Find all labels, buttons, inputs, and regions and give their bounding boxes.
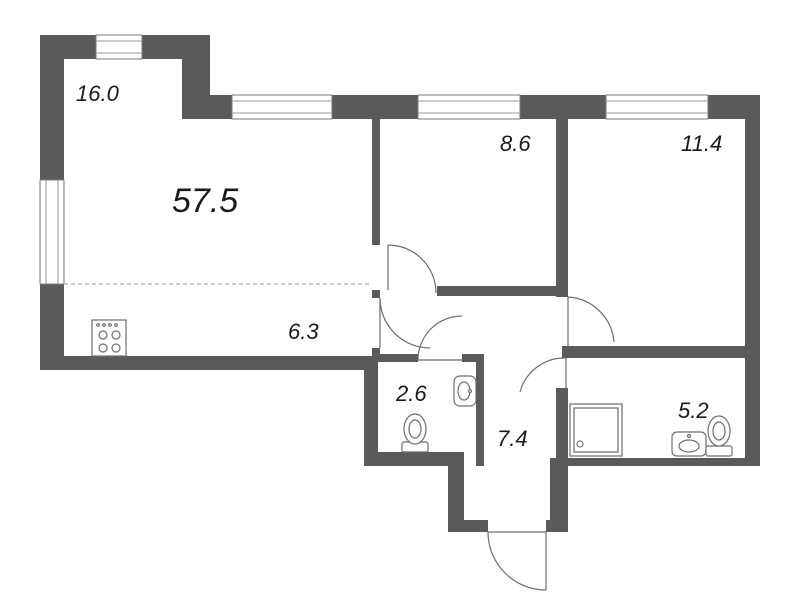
- wall-right: [745, 95, 760, 465]
- wall-toilet-top-right: [462, 354, 484, 362]
- wall-bathroom-top: [562, 346, 760, 358]
- wall-corridor-right-foot: [546, 520, 568, 532]
- door-entrance: [487, 531, 547, 591]
- toilet-icon: [401, 413, 429, 453]
- area-label-living-room: 16.0: [76, 81, 120, 106]
- window-living-top-right: [231, 94, 333, 120]
- bathroom-sink-icon: [671, 431, 707, 457]
- wall-bed1-bottom: [437, 286, 568, 296]
- window-bedroom-1: [417, 94, 521, 120]
- window-bedroom-2: [605, 94, 709, 120]
- wall-toilet-bottom: [364, 452, 464, 466]
- area-label-kitchen: 6.3: [288, 319, 319, 344]
- total-area-label: 57.5: [172, 182, 238, 220]
- window-living-top: [95, 34, 143, 60]
- wall-toilet-right: [476, 354, 484, 466]
- door-bathroom: [519, 357, 567, 393]
- wall-top-mid-2: [520, 95, 606, 119]
- wall-top-left: [40, 35, 96, 59]
- area-label-bathroom: 5.2: [678, 398, 709, 423]
- door-bedroom-2: [567, 296, 615, 346]
- wall-corridor-left-foot: [448, 520, 488, 532]
- wall-bathroom-bottom: [550, 458, 760, 466]
- area-label-hallway: 7.4: [497, 426, 528, 451]
- wall-toilet-left: [364, 356, 378, 466]
- wall-partition-bed1-bed2: [556, 117, 568, 297]
- area-label-toilet: 2.6: [395, 381, 427, 406]
- windows: [39, 34, 709, 285]
- wall-top-mid-1: [332, 95, 418, 119]
- area-label-bedroom-1: 8.6: [500, 131, 531, 156]
- stove-icon: [91, 319, 127, 357]
- area-label-bedroom-2: 11.4: [681, 131, 722, 156]
- wall-partition-living-bed1-low: [372, 290, 380, 298]
- wall-partition-living-bed1: [372, 117, 380, 245]
- window-living-left: [39, 179, 65, 285]
- bathroom-toilet-icon: [705, 415, 733, 457]
- labels: 57.5 16.0 8.6 11.4 6.3 2.6 7.4 5.2: [76, 81, 722, 451]
- walls: [40, 35, 760, 532]
- sink-toilet-room-icon: [453, 375, 477, 407]
- interior-walls: [372, 117, 760, 466]
- wall-bathroom-left: [556, 388, 568, 466]
- wall-bottom-living: [40, 356, 372, 370]
- wall-corridor-left: [448, 452, 464, 532]
- door-living: [379, 297, 431, 349]
- doors: [379, 244, 615, 591]
- wall-corridor-right: [550, 458, 568, 532]
- wall-toilet-top: [372, 354, 418, 362]
- door-toilet: [417, 315, 463, 361]
- door-bedroom-1: [387, 244, 437, 294]
- shower-icon: [569, 403, 623, 457]
- wall-notch-horizontal: [182, 95, 232, 119]
